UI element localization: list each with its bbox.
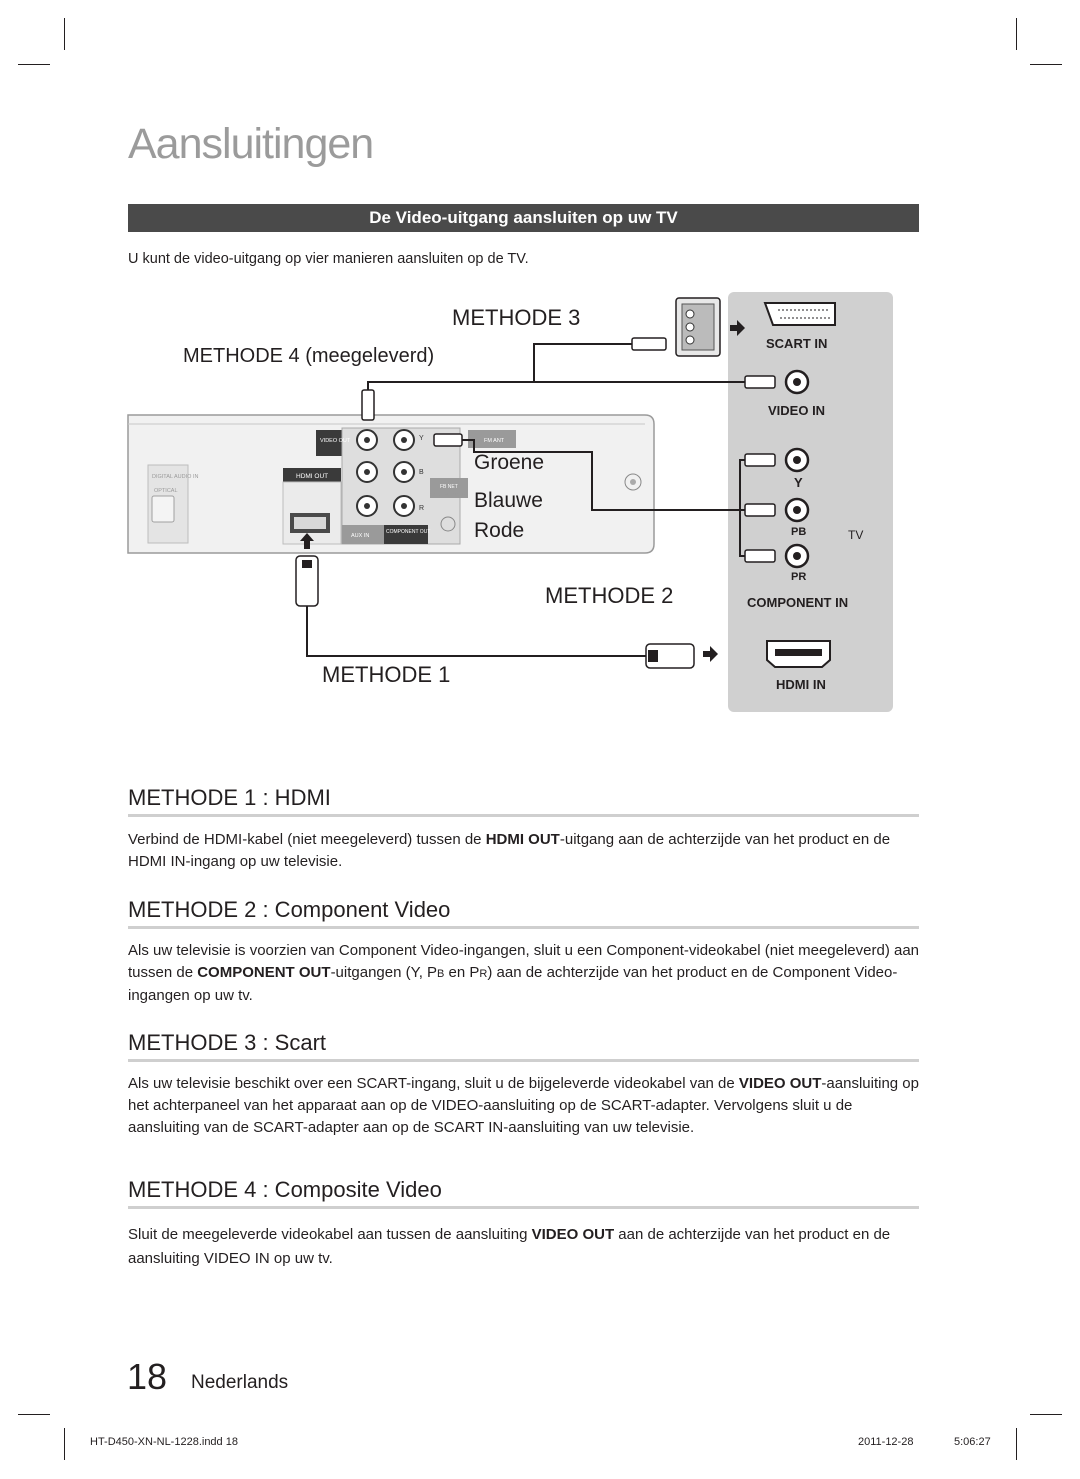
component-cable-pr <box>739 510 745 557</box>
component-out-label: COMPONENT OUT <box>386 529 430 535</box>
scart-adapter <box>675 297 721 357</box>
crop-mark <box>1016 18 1017 50</box>
crop-mark <box>64 18 65 50</box>
crop-mark <box>1030 1414 1062 1415</box>
crop-mark <box>64 1428 65 1460</box>
scart-in-label: SCART IN <box>766 336 827 351</box>
fm-note-label: (Only For Service) <box>430 491 467 496</box>
product-pr-label: R <box>419 505 424 512</box>
fm-ant-label: FM ANT <box>484 438 505 444</box>
hdmi-in-connector <box>766 640 831 668</box>
hdmi-out-label: HDMI OUT <box>296 473 328 480</box>
product-y-label: Y <box>419 435 424 442</box>
hdmi-in-label: HDMI IN <box>776 677 826 692</box>
hdmi-cable <box>306 605 652 657</box>
video-out-label: VIDEO OUT <box>320 438 351 444</box>
fm-net-label: FB NET <box>440 484 458 490</box>
component-cable-y <box>460 439 745 511</box>
arrow-icon <box>730 320 745 336</box>
crop-mark <box>1016 1428 1017 1460</box>
rode-label: Rode <box>474 519 524 542</box>
tv-pb-label: PB <box>791 526 806 538</box>
blauwe-label: Blauwe <box>474 489 543 512</box>
slug-file: HT-D450-XN-NL-1228.indd 18 <box>90 1436 238 1448</box>
slug-date: 2011-12-28 <box>858 1436 914 1448</box>
tv-label: TV <box>848 528 863 542</box>
method-text: Als uw televisie beschikt over een SCART… <box>128 1075 919 1136</box>
method-text: Verbind de HDMI-kabel (niet meegeleverd)… <box>128 831 891 870</box>
method-heading: METHODE 1 : HDMI <box>128 785 919 817</box>
methode1-label: METHODE 1 <box>322 662 450 687</box>
footer-language: Nederlands <box>191 1372 289 1393</box>
hdmi-plug <box>295 555 695 669</box>
method-heading: METHODE 2 : Component Video <box>128 897 919 929</box>
video-in-label: VIDEO IN <box>768 403 825 418</box>
methode4-label: METHODE 4 (meegeleverd) <box>183 345 434 367</box>
tv-pr-label: PR <box>791 571 806 583</box>
methode2-label: METHODE 2 <box>545 583 673 608</box>
product-pb-label: B <box>419 469 424 476</box>
page-title: Aansluitingen <box>128 120 374 168</box>
method-text: Sluit de meegeleverde videokabel aan tus… <box>128 1226 891 1267</box>
arrow-icon <box>703 646 718 662</box>
tv-panel <box>728 292 893 712</box>
methode3-label: METHODE 3 <box>452 305 580 330</box>
component-in-label: COMPONENT IN <box>747 595 848 610</box>
rca-plug <box>361 337 776 563</box>
page-number: 18 <box>127 1356 168 1397</box>
method-text: Als uw televisie is voorzien van Compone… <box>128 942 920 1004</box>
crop-mark <box>18 1414 50 1415</box>
crop-mark <box>18 64 50 65</box>
optical-label: OPTICAL <box>154 488 178 494</box>
section-header: De Video-uitgang aansluiten op uw TV <box>128 204 919 232</box>
scart-in-connector <box>763 302 836 326</box>
slug-time: 5:06:27 <box>954 1436 991 1448</box>
product-back-panel <box>127 414 655 554</box>
groene-label: Groene <box>474 451 544 474</box>
method-heading: METHODE 4 : Composite Video <box>128 1177 919 1209</box>
method-heading: METHODE 3 : Scart <box>128 1030 919 1062</box>
connection-diagram: VIDEO OUT HDMI OUT AUX IN COMPONENT OUT … <box>127 292 893 712</box>
crop-mark <box>1030 64 1062 65</box>
aux-in-label: AUX IN <box>351 533 369 539</box>
intro-text: U kunt de video-uitgang op vier manieren… <box>128 251 529 267</box>
tv-y-label: Y <box>794 475 803 490</box>
arrow-icon <box>300 533 314 549</box>
digital-audio-in-label: DIGITAL AUDIO IN <box>152 474 198 480</box>
